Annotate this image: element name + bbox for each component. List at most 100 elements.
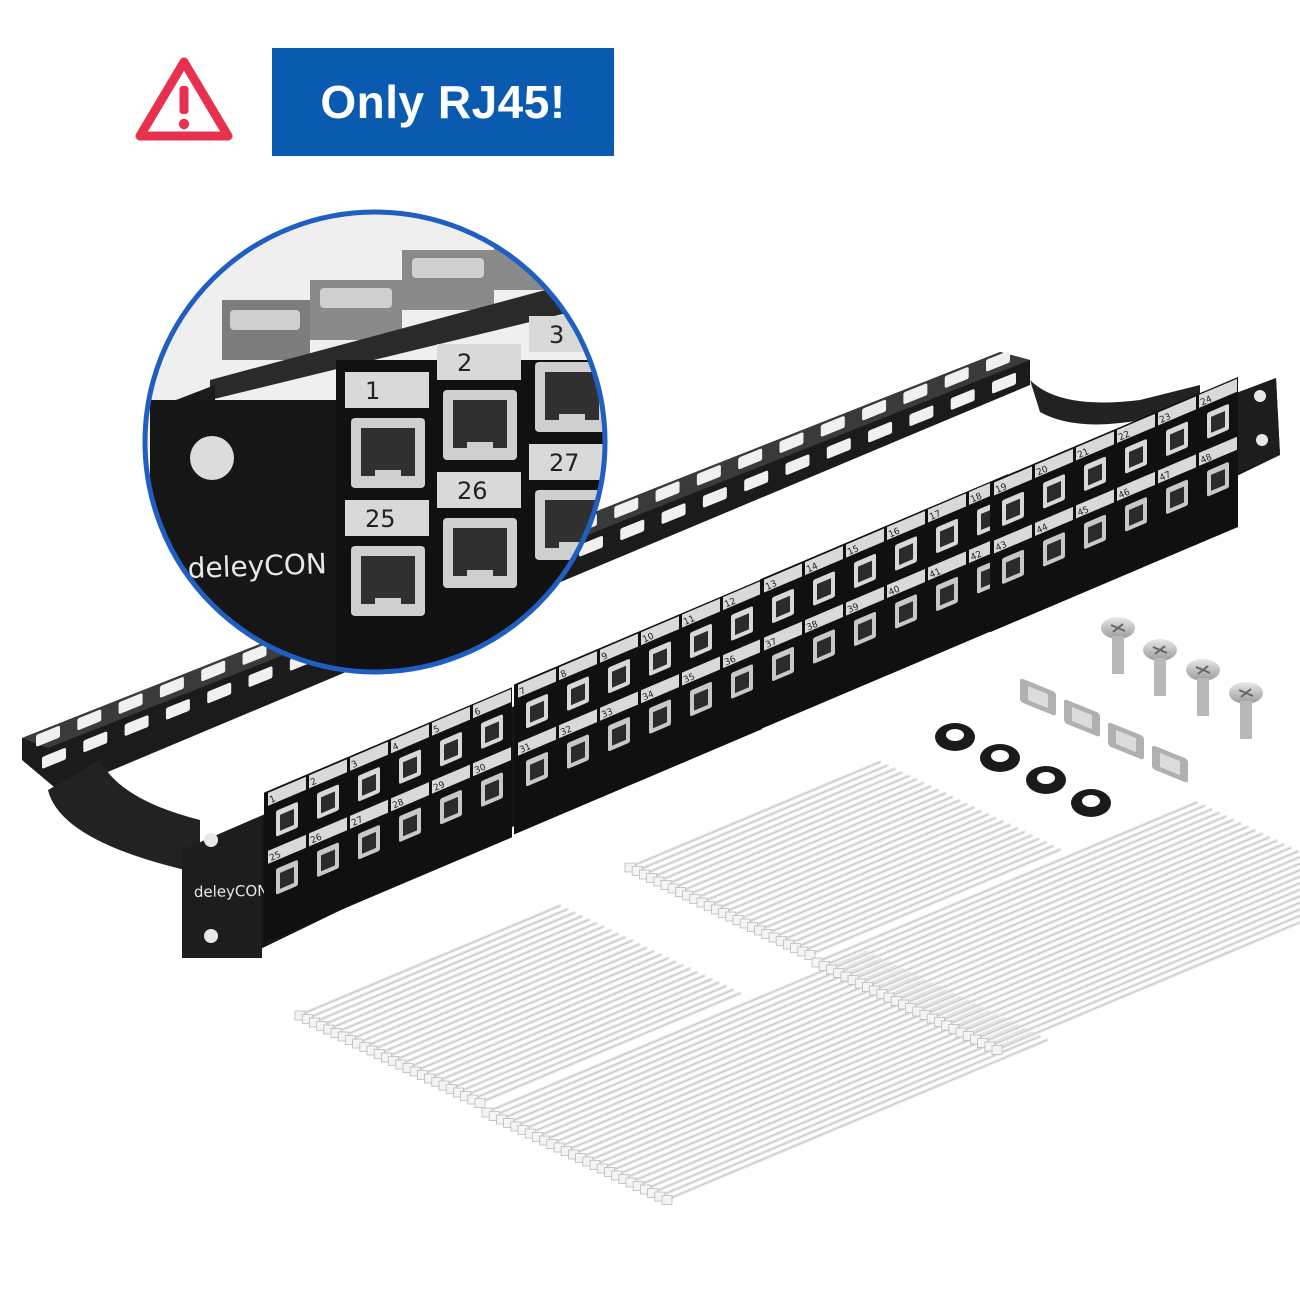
cable-tie-edge: [666, 1039, 1048, 1200]
rj45-port-socket: [1088, 463, 1102, 486]
rj45-port-socket: [571, 683, 585, 706]
port-group: [264, 687, 512, 943]
port-label-strip: [268, 834, 306, 864]
rj45-port-socket: [571, 741, 585, 764]
zoom-rj45-socket: [453, 528, 507, 576]
rj45-port-socket: [1047, 481, 1061, 504]
cable-slot: [248, 666, 273, 687]
port-number: 41: [928, 567, 942, 581]
cable-tie-edge: [544, 980, 925, 1141]
cable-slot: [950, 389, 975, 410]
washer-hole: [946, 729, 964, 741]
cable-tie-edge: [975, 902, 1300, 1040]
port-label-strip: [391, 724, 429, 754]
port-label-strip: [887, 568, 925, 599]
cable-slot: [944, 367, 969, 388]
cable-tie-edge: [795, 842, 1046, 948]
port-label-strip: [1117, 471, 1155, 501]
port-number: 26: [309, 832, 324, 846]
rj45-port-socket: [362, 831, 376, 854]
rj45-port-socket: [1170, 428, 1184, 451]
zoom-port-number: 27: [549, 449, 580, 477]
screw-shaft: [1112, 636, 1124, 674]
zoom-port-label-strip: [437, 344, 521, 380]
cable-tie-edge: [694, 793, 945, 899]
cable-tie-edge: [658, 775, 909, 882]
port-number: 17: [928, 509, 942, 523]
cable-tie-edge: [659, 1036, 1040, 1197]
rj45-port-socket: [280, 866, 294, 889]
port-label-strip: [1158, 396, 1196, 426]
cage-nut-center: [1116, 729, 1136, 753]
port-label-strip: [846, 528, 884, 558]
port-label-strip: [928, 551, 966, 581]
cable-tie-edge: [932, 863, 1300, 1019]
port-number: 9: [600, 651, 609, 663]
cable-slot: [655, 481, 680, 502]
cable-slot: [992, 372, 1016, 394]
rj45-port-socket: [1047, 539, 1061, 562]
rj45-port-socket: [1088, 521, 1102, 544]
cable-tie-edge: [680, 786, 931, 892]
port-number: 29: [432, 780, 447, 794]
cable-tie-edge: [558, 987, 940, 1148]
cable-tie-edge: [508, 962, 889, 1123]
cable-tie-edge: [573, 994, 954, 1155]
rj45-port-socket: [817, 636, 831, 659]
cable-tie-edge: [723, 807, 974, 913]
rj45-port-socket: [612, 723, 626, 746]
rj45-port-socket: [1211, 410, 1225, 433]
cable-slot: [696, 465, 721, 486]
rj45-port-socket: [403, 814, 417, 837]
washer-hole: [991, 750, 1009, 762]
zoom-brand-logo: deleyCON: [187, 547, 327, 585]
patch-panel: deleyCON 1234562526272829307891011123132…: [182, 376, 1280, 958]
port-label-strip: [1076, 431, 1114, 461]
port-label-strip: [309, 759, 347, 789]
zoom-rj45-clip: [467, 570, 493, 580]
cable-tie-edge: [566, 990, 947, 1151]
cable-tie-edge: [379, 943, 640, 1054]
cable-tie-edge: [946, 876, 1300, 1026]
cable-tie-edge: [745, 817, 996, 924]
rj45-port-socket: [485, 721, 499, 744]
cable-tie-edge: [644, 768, 895, 875]
screw-cross: [1195, 665, 1211, 675]
cable-tie-edge: [422, 964, 683, 1075]
zoom-rj45-clip: [375, 598, 401, 608]
cable-slot: [77, 709, 102, 731]
zoom-port-number: 2: [457, 349, 472, 377]
port-number: 27: [350, 815, 364, 829]
port-number: 40: [887, 584, 902, 598]
zoom-rj45-clip: [467, 442, 493, 452]
cable-tie-edge: [629, 761, 881, 868]
cable-slot: [702, 487, 727, 508]
port-label-strip: [473, 747, 511, 777]
rj45-port-socket: [1211, 468, 1225, 491]
cable-tie-edge: [939, 869, 1300, 1022]
cable-tie-edge: [637, 765, 888, 871]
cable-slot: [785, 454, 810, 475]
rj45-port-socket: [735, 613, 749, 636]
mount-hole: [204, 929, 218, 943]
rj45-port-socket: [362, 773, 376, 796]
port-number: 14: [805, 561, 820, 575]
cable-tie-edge: [730, 810, 981, 917]
cable-tie-edge: [321, 915, 582, 1026]
screw-shaft: [1154, 658, 1166, 696]
port-number: 13: [764, 579, 778, 593]
warning-triangle-icon: [135, 57, 233, 141]
cable-tie-edge: [587, 1001, 968, 1162]
cable-tie-edge: [299, 905, 561, 1016]
cable-tie-edge: [443, 975, 705, 1086]
port-label-strip: [764, 563, 802, 593]
port-label-strip: [559, 709, 597, 739]
port-number: 19: [994, 482, 1009, 496]
cable-tie-edge: [687, 789, 938, 896]
cable-tie-edge: [924, 856, 1300, 1015]
cable-slot: [42, 747, 66, 769]
cable-tie-edge: [802, 845, 1053, 952]
cable-tie-edge: [522, 969, 904, 1130]
